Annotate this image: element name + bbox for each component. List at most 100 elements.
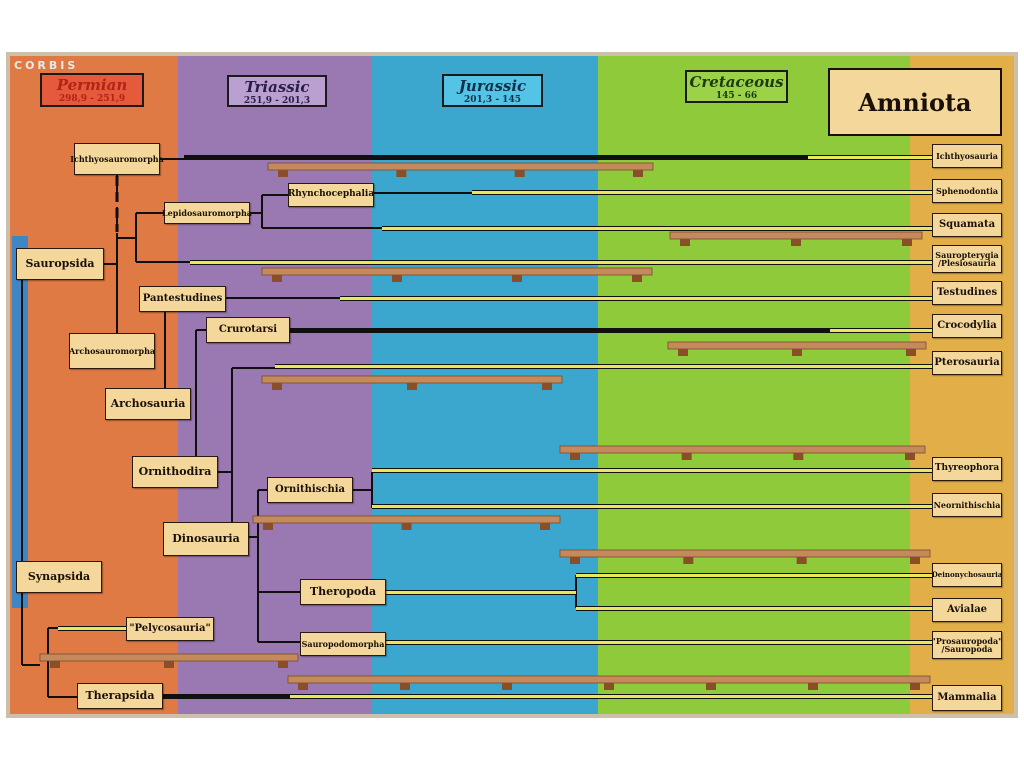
shelf-bracket [570,557,580,564]
terminal-sauropterygia-line1: Sauropterygia [935,249,999,260]
clade-theropoda: Theropoda [300,579,386,605]
shelf-bracket [808,683,818,690]
period-label-triassic: Triassic 251,9 - 201,3 [227,75,327,107]
shelf-bracket [512,275,522,282]
lineage-range-bar [372,505,932,508]
clade-archosauria: Archosauria [105,388,191,420]
terminal-sauropterygia: Sauropterygia /Plesiosauria [932,245,1002,273]
shelf-bracket [502,683,512,690]
shelf-bracket [272,275,282,282]
shelf-bracket [272,383,282,390]
lineage-range-bar [340,297,932,300]
period-name: Jurassic [458,77,527,95]
display-shelf [667,341,927,350]
lineage-range-bar [372,469,932,472]
display-shelf [252,515,561,524]
shelf-bracket [796,557,807,564]
clade-sauropodomorpha: Sauropodomorpha [300,632,386,656]
shelf-bracket [910,683,920,690]
display-shelf [287,675,931,684]
display-shelf [261,375,563,384]
clade-ornithodira: Ornithodira [132,456,218,488]
shelf-bracket [906,349,916,356]
display-shelf [261,267,653,276]
clade-ichthyosauromorpha: Ichthyosauromorpha [70,143,164,175]
clade-dinosauria: Dinosauria [163,522,249,556]
terminal-crocodylia: Crocodylia [932,314,1002,338]
period-band-cretaceous [598,56,910,714]
clade-pelycosauria: "Pelycosauria" [126,617,214,641]
clade-therapsida: Therapsida [77,683,163,709]
lineage-range-bar [386,591,576,594]
period-label-cretaceous: Cretaceous 145 - 66 [685,70,788,103]
lineage-range-bar [830,329,932,332]
clade-sauropsida: Sauropsida [16,248,104,280]
shelf-bracket [910,557,920,564]
clade-ornithischia: Ornithischia [267,477,353,503]
period-dates: 298,9 - 251,9 [58,94,126,104]
shelf-bracket [706,683,716,690]
shelf-bracket [514,170,525,177]
lineage-range-line [184,155,932,160]
shelf-bracket [50,661,60,668]
shelf-bracket [401,523,412,530]
shelf-bracket [681,453,692,460]
shelf-bracket [902,239,912,246]
shelf-bracket [678,349,688,356]
terminal-squamata: Squamata [932,213,1002,237]
clade-pantestudines: Pantestudines [139,286,226,312]
lineage-range-bar [275,365,932,368]
clade-lepidosauromorpha: Lepidosauromorpha [162,202,252,224]
period-band-jurassic [372,56,598,714]
clade-archosauromorpha: Archosauromorpha [69,333,155,369]
shelf-bracket [540,523,550,530]
chart-title: Amniota [828,68,1002,136]
lineage-range-bar [58,627,126,630]
period-dates: 201,3 - 145 [464,95,521,105]
clade-rhynchocephalia: Rhynchocephalia [288,183,374,207]
lineage-range-bar [290,695,932,698]
stratigraphic-column-strip [12,236,28,608]
shelf-bracket [263,523,273,530]
shelf-bracket [542,383,552,390]
period-name: Permian [56,76,128,94]
terminal-avialae: Avialae [932,598,1002,622]
shelf-bracket [278,170,288,177]
terminal-pterosauria: Pterosauria [932,351,1002,375]
display-shelf [39,653,299,662]
display-shelf [267,162,654,171]
terminal-testudines: Testudines [932,281,1002,305]
period-label-jurassic: Jurassic 201,3 - 145 [442,74,543,107]
lineage-range-bar [382,227,932,230]
period-label-permian: Permian 298,9 - 251,9 [40,73,144,107]
shelf-bracket [298,683,308,690]
terminal-prosauropoda-line2: /Sauropoda [941,644,993,654]
shelf-bracket [680,239,690,246]
display-shelf [669,231,923,240]
terminal-ichthyosauria: Ichthyosauria [932,144,1002,168]
shelf-bracket [791,239,801,246]
shelf-bracket [683,557,694,564]
shelf-bracket [632,275,642,282]
terminal-prosauropoda-line1: "Prosauropoda" [931,635,1003,646]
lineage-range-bar [386,641,932,644]
terminal-neornithischia: Neornithischia [932,493,1002,517]
shelf-bracket [570,453,580,460]
terminal-sauropterygia-line2: /Plesiosauria [938,258,996,268]
terminal-sphenodontia: Sphenodontia [932,179,1002,203]
shelf-bracket [400,683,410,690]
shelf-bracket [396,170,407,177]
shelf-bracket [392,275,402,282]
display-shelf [559,445,926,454]
shelf-bracket [164,661,174,668]
terminal-prosauropoda-sauropoda: "Prosauropoda" /Sauropoda [932,631,1002,659]
period-name: Triassic [244,78,310,96]
shelf-bracket [792,349,802,356]
period-dates: 145 - 66 [715,91,758,101]
lineage-range-bar [576,574,932,577]
period-name: Cretaceous [689,73,784,91]
lineage-range-bar [190,261,932,264]
lineage-range-bar [808,156,932,159]
shelf-bracket [793,453,804,460]
lineage-range-bar [576,607,932,610]
